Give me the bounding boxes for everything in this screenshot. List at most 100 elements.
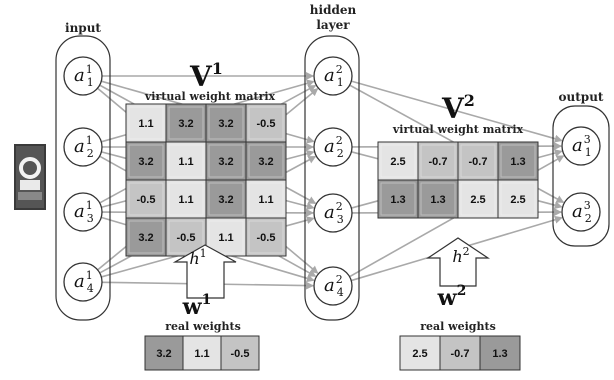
hash-function-arrow-1: h1: [172, 244, 237, 299]
hidden-layer-box: [304, 35, 360, 321]
weights2-caption: real weights: [420, 320, 496, 333]
w1-cell-2: [182, 335, 222, 371]
output-layer-box: [552, 105, 610, 247]
m1-cell-r4c1: [125, 217, 167, 257]
input-label: input: [65, 21, 101, 35]
w1-cell-3: [220, 335, 260, 371]
m1-value-r4c1: 3.2: [138, 232, 153, 244]
m2-cell-r1c3: [457, 141, 499, 181]
m1-cell-r4c4: [245, 217, 287, 257]
w1-value-2: 1.1: [194, 348, 209, 360]
input-image-thumbnail: [14, 144, 46, 210]
m1-cell-r3c3: [205, 179, 247, 219]
m2-value-r1c1: 2.5: [390, 156, 405, 168]
m1-value-r3c2: 1.1: [178, 194, 193, 206]
hash-label-1: h1: [189, 247, 206, 268]
m1-value-r2c2: 1.1: [178, 156, 193, 168]
w2-value-3: 1.3: [492, 348, 507, 360]
m1-value-r2c3: 3.2: [218, 156, 233, 168]
w1-value-3: -0.5: [231, 348, 250, 360]
m2-cell-r2c1: [377, 179, 419, 219]
m1-value-r1c4: -0.5: [257, 118, 276, 130]
output-label: output: [559, 90, 604, 104]
m1-value-r1c2: 3.2: [178, 118, 193, 130]
matrix1-title: V1: [189, 59, 223, 93]
m2-value-r2c1: 1.3: [390, 194, 405, 206]
m1-cell-r2c3: [205, 141, 247, 181]
m1-value-r2c1: 3.2: [138, 156, 153, 168]
w2-cell-3: [479, 335, 521, 371]
m1-cell-r3c1: [125, 179, 167, 219]
hash-function-arrow-2: h2: [426, 237, 490, 287]
weights2-title: w2: [437, 283, 467, 311]
weights1-title: w1: [182, 292, 212, 320]
hash-label-2: h2: [452, 245, 469, 266]
virtual-weight-matrix-2: 2.5 -0.7 -0.7 1.3 1.3 1.3 2.5 2.5: [377, 141, 539, 219]
m1-value-r1c3: 3.2: [218, 118, 233, 130]
m1-cell-r1c2: [165, 103, 207, 143]
m1-value-r4c3: 1.1: [218, 232, 233, 244]
m1-value-r3c1: -0.5: [137, 194, 156, 206]
hidden-label-line1: hidden: [310, 3, 357, 17]
w2-cell-1: [399, 335, 441, 371]
matrix2-title: V2: [441, 91, 475, 125]
m2-value-r1c3: -0.7: [469, 156, 488, 168]
m1-value-r1c1: 1.1: [138, 118, 153, 130]
m1-value-r4c2: -0.5: [177, 232, 196, 244]
hidden-label-line2: layer: [316, 18, 350, 32]
m2-cell-r1c4: [497, 141, 539, 181]
m2-value-r1c2: -0.7: [429, 156, 448, 168]
m1-value-r4c4: -0.5: [257, 232, 276, 244]
m1-cell-r1c1: [125, 103, 167, 143]
virtual-weight-matrix-1: 1.1 3.2 3.2 -0.5 3.2 1.1 3.2 3.2 -0.5 1.1 3.2 1.1 3.…: [125, 103, 287, 257]
real-weights-1: 3.2 1.1 -0.5: [144, 335, 260, 371]
m1-cell-r1c3: [205, 103, 247, 143]
w1-value-1: 3.2: [156, 348, 171, 360]
w1-cell-1: [144, 335, 184, 371]
m1-cell-r3c2: [165, 179, 207, 219]
m2-value-r2c3: 2.5: [470, 194, 485, 206]
m2-value-r1c4: 1.3: [510, 156, 525, 168]
m1-value-r3c4: 1.1: [258, 194, 273, 206]
m2-cell-r1c2: [417, 141, 459, 181]
w2-value-2: -0.7: [451, 348, 470, 360]
connection-h1-o1: [351, 80, 563, 143]
m2-cell-r2c4: [497, 179, 539, 219]
m1-value-r3c3: 3.2: [218, 194, 233, 206]
m1-cell-r1c4: [245, 103, 287, 143]
m1-value-r2c4: 3.2: [258, 156, 273, 168]
m1-cell-r2c2: [165, 141, 207, 181]
m2-cell-r1c1: [377, 141, 419, 181]
w2-value-1: 2.5: [412, 348, 427, 360]
m2-cell-r2c2: [417, 179, 459, 219]
matrix2-caption: virtual weight matrix: [392, 123, 524, 136]
m2-value-r2c4: 2.5: [510, 194, 525, 206]
matrix1-caption: virtual weight matrix: [144, 90, 276, 103]
real-weights-2: 2.5 -0.7 1.3: [399, 335, 521, 371]
weights1-caption: real weights: [165, 320, 241, 333]
input-layer-box: [55, 35, 111, 321]
w2-cell-2: [439, 335, 481, 371]
m2-value-r2c2: 1.3: [430, 194, 445, 206]
